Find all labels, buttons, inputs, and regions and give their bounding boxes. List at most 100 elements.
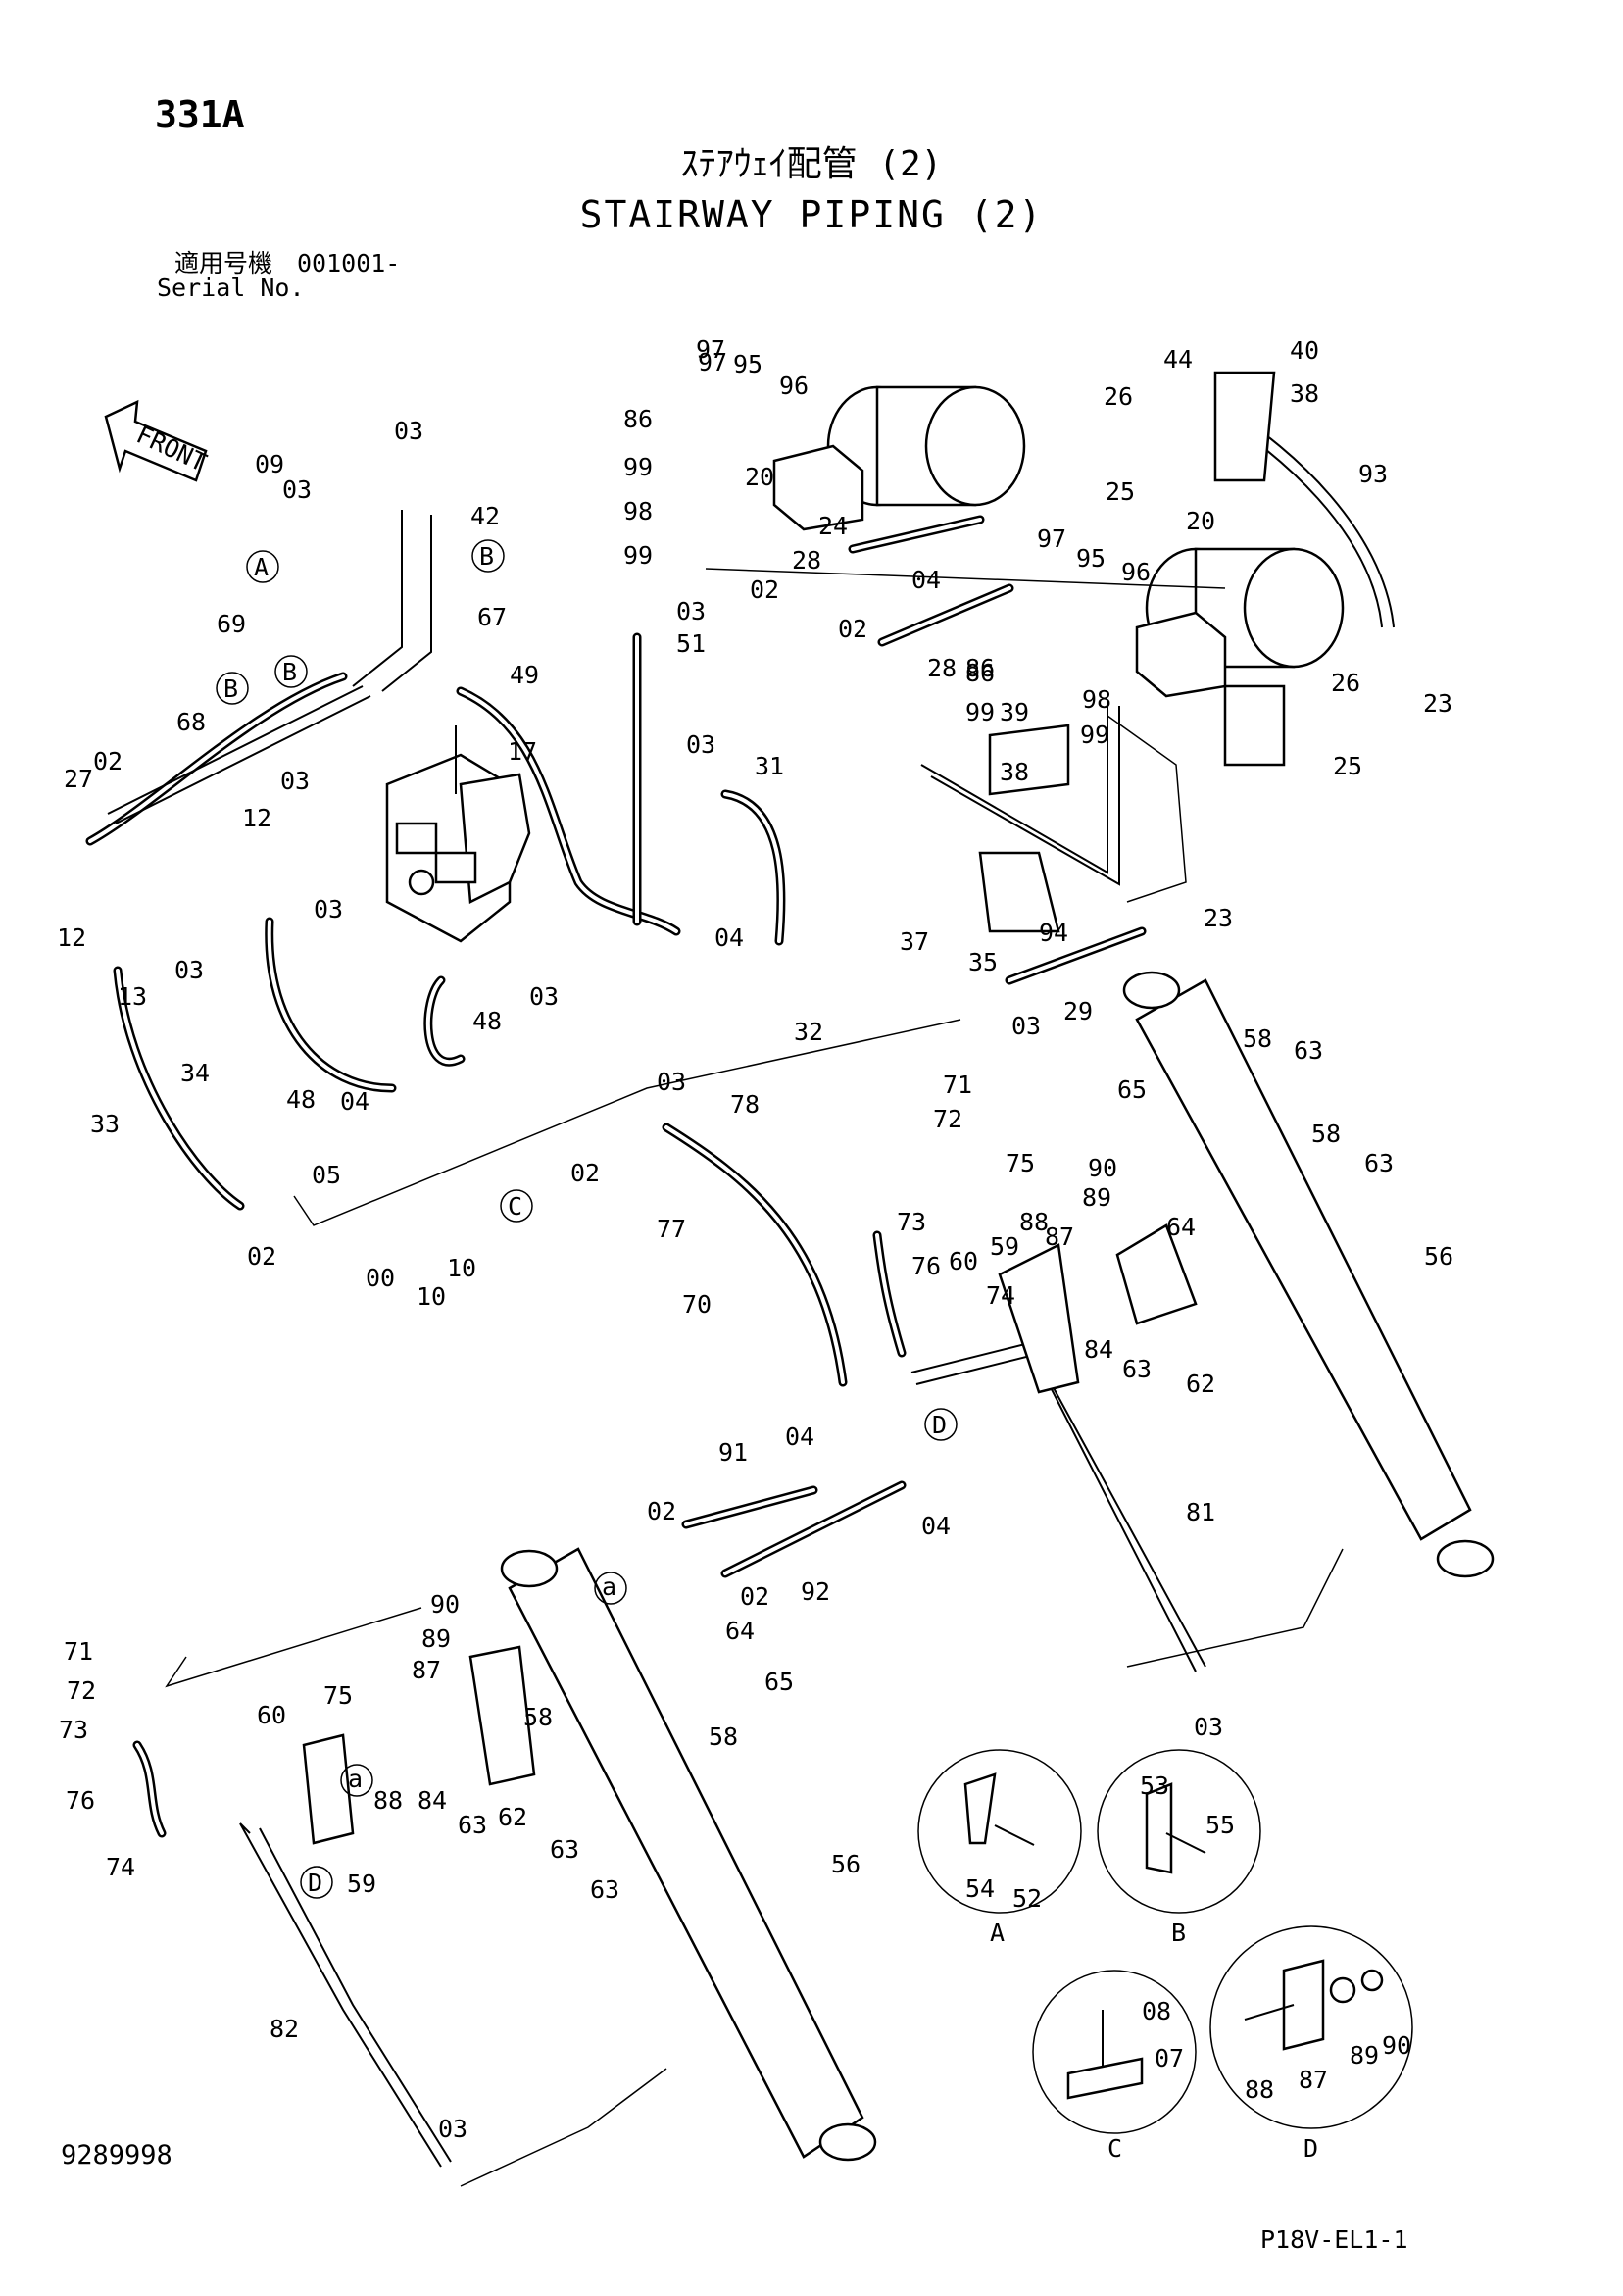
- svg-text:D: D: [1303, 2134, 1318, 2163]
- svg-text:77: 77: [657, 1215, 686, 1243]
- svg-text:A: A: [990, 1919, 1005, 1947]
- svg-text:58: 58: [523, 1703, 553, 1731]
- svg-text:87: 87: [412, 1656, 441, 1684]
- svg-text:94: 94: [1039, 919, 1068, 947]
- svg-text:51: 51: [676, 629, 706, 658]
- svg-text:D: D: [932, 1411, 947, 1439]
- svg-text:55: 55: [1205, 1811, 1235, 1839]
- svg-text:C: C: [1107, 2134, 1122, 2163]
- svg-text:02: 02: [570, 1159, 600, 1187]
- svg-text:a: a: [602, 1572, 616, 1601]
- svg-text:96: 96: [779, 372, 809, 400]
- svg-text:02: 02: [247, 1242, 276, 1271]
- svg-text:86: 86: [965, 659, 995, 687]
- svg-text:99: 99: [1080, 721, 1109, 749]
- svg-text:86: 86: [623, 405, 653, 433]
- svg-text:62: 62: [498, 1803, 527, 1831]
- svg-text:99: 99: [965, 698, 995, 726]
- callout-b-mid: B: [216, 672, 249, 705]
- svg-text:B: B: [223, 674, 238, 703]
- svg-text:62: 62: [1186, 1370, 1215, 1398]
- svg-text:63: 63: [1364, 1149, 1394, 1177]
- svg-text:96: 96: [1121, 558, 1151, 586]
- svg-text:03: 03: [314, 895, 343, 923]
- stairway-cylinder-left: [500, 1547, 877, 2162]
- svg-text:87: 87: [1299, 2066, 1328, 2094]
- svg-text:67: 67: [477, 603, 507, 631]
- svg-text:12: 12: [57, 923, 86, 952]
- svg-text:99: 99: [623, 453, 653, 481]
- svg-text:59: 59: [347, 1870, 376, 1898]
- svg-text:23: 23: [1423, 689, 1452, 718]
- svg-text:63: 63: [550, 1835, 579, 1864]
- svg-text:27: 27: [64, 765, 93, 793]
- svg-text:38: 38: [1000, 758, 1029, 786]
- svg-text:00: 00: [366, 1264, 395, 1292]
- svg-text:68: 68: [176, 708, 206, 736]
- svg-text:65: 65: [1117, 1075, 1147, 1104]
- svg-text:B: B: [479, 542, 494, 571]
- svg-text:24: 24: [818, 512, 848, 540]
- valve-assembly: [385, 725, 531, 943]
- svg-text:63: 63: [1294, 1036, 1323, 1065]
- svg-text:91: 91: [718, 1438, 748, 1467]
- svg-text:03: 03: [1194, 1713, 1223, 1741]
- svg-text:84: 84: [418, 1786, 447, 1815]
- svg-text:72: 72: [933, 1105, 962, 1133]
- svg-text:33: 33: [90, 1110, 120, 1138]
- svg-text:25: 25: [1333, 752, 1362, 780]
- svg-text:90: 90: [1382, 2031, 1411, 2060]
- svg-text:76: 76: [911, 1252, 941, 1280]
- svg-text:02: 02: [93, 747, 123, 775]
- hoses: [85, 515, 1147, 1838]
- svg-text:03: 03: [686, 730, 715, 759]
- svg-text:04: 04: [714, 923, 744, 952]
- svg-text:74: 74: [106, 1853, 135, 1881]
- svg-text:76: 76: [66, 1786, 95, 1815]
- svg-text:69: 69: [217, 610, 246, 638]
- svg-text:49: 49: [510, 661, 539, 689]
- svg-text:44: 44: [1163, 345, 1193, 374]
- page-code: 331A: [155, 93, 245, 136]
- svg-text:97: 97: [698, 348, 727, 376]
- svg-text:52: 52: [1012, 1884, 1042, 1913]
- stairway-motor-upper: [772, 385, 1026, 531]
- svg-text:03: 03: [657, 1068, 686, 1096]
- svg-text:92: 92: [801, 1577, 830, 1606]
- svg-text:03: 03: [174, 956, 204, 984]
- brackets: [302, 371, 1286, 1845]
- serial-label-japanese: 適用号機 001001-: [174, 249, 401, 277]
- svg-text:72: 72: [67, 1676, 96, 1705]
- svg-text:17: 17: [508, 737, 537, 766]
- svg-text:70: 70: [682, 1290, 712, 1319]
- serial-label-english: Serial No.: [157, 274, 305, 302]
- svg-text:81: 81: [1186, 1498, 1215, 1526]
- stairway-cylinder-right: [1122, 971, 1495, 1578]
- detail-view-d: 88 87 89 90 D: [1209, 1925, 1413, 2163]
- svg-text:95: 95: [733, 350, 762, 378]
- svg-text:54: 54: [965, 1874, 995, 1903]
- svg-text:65: 65: [764, 1668, 794, 1696]
- svg-text:09: 09: [255, 450, 284, 478]
- svg-text:40: 40: [1290, 336, 1319, 365]
- sheet-code: P18V-EL1-1: [1260, 2225, 1408, 2254]
- svg-text:13: 13: [118, 982, 147, 1011]
- callout-d-right: D: [924, 1408, 958, 1441]
- svg-text:20: 20: [745, 463, 774, 491]
- svg-text:95: 95: [1076, 544, 1106, 573]
- svg-text:97: 97: [696, 335, 725, 364]
- callout-b-upper-right: B: [471, 539, 505, 573]
- svg-text:07: 07: [1155, 2044, 1184, 2072]
- svg-text:64: 64: [1166, 1213, 1196, 1241]
- svg-text:75: 75: [1006, 1149, 1035, 1177]
- svg-text:03: 03: [676, 597, 706, 625]
- svg-text:93: 93: [1358, 460, 1388, 488]
- callout-c: C: [500, 1189, 533, 1223]
- svg-text:20: 20: [1186, 507, 1215, 535]
- svg-text:35: 35: [968, 948, 998, 976]
- detail-view-a: 54 52 A: [917, 1749, 1082, 1947]
- svg-text:63: 63: [1122, 1355, 1152, 1383]
- svg-text:88: 88: [1245, 2075, 1274, 2104]
- front-arrow-icon: FRONT: [104, 399, 211, 482]
- svg-text:03: 03: [282, 475, 312, 504]
